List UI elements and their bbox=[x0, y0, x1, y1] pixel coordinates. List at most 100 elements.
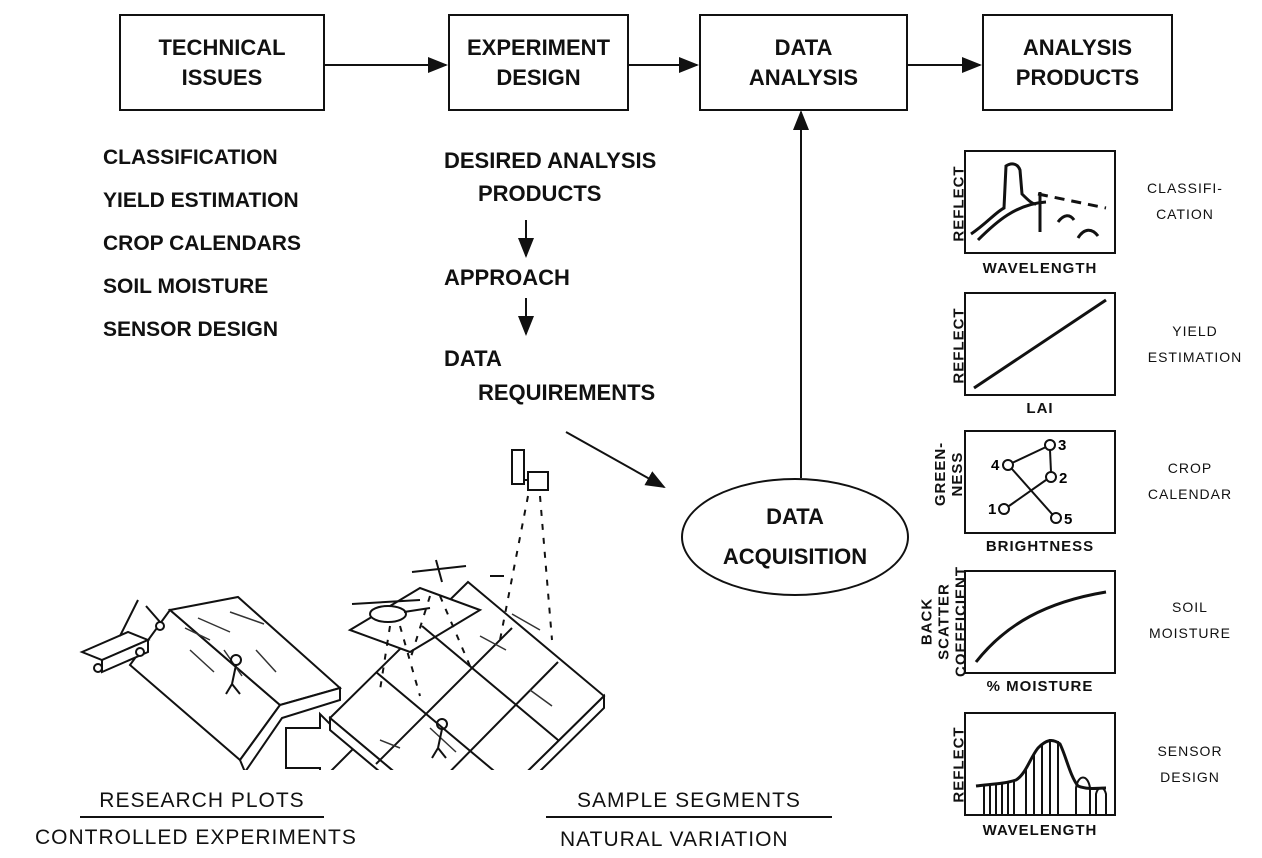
crop-point-label-2: 2 bbox=[1059, 470, 1067, 487]
crop-point-2 bbox=[1045, 471, 1057, 483]
experiment-design-line1: EXPERIMENT bbox=[466, 34, 611, 60]
soil-xlabel: % MOISTURE bbox=[986, 678, 1094, 695]
crop-segment-3-2 bbox=[1049, 449, 1052, 473]
analysis-products-box: ANALYSIS PRODUCTS bbox=[982, 14, 1173, 111]
crop-point-1 bbox=[998, 503, 1010, 515]
data-acquisition-line2: ACQUISITION bbox=[722, 544, 868, 569]
sensor-peak-2 bbox=[1095, 787, 1107, 814]
sensor-ylabel: REFLECT bbox=[950, 726, 968, 803]
crop-point-5 bbox=[1050, 512, 1062, 524]
classification-curve-1 bbox=[970, 162, 1037, 236]
issue-classification: CLASSIFICATION bbox=[103, 146, 278, 169]
issue-soil-moisture: SOIL MOISTURE bbox=[103, 275, 269, 298]
crop-product-label: CROP CALENDAR bbox=[1130, 455, 1250, 507]
yield-plot bbox=[964, 292, 1116, 396]
soil-product-line2: MOISTURE bbox=[1149, 625, 1231, 641]
data-analysis-line2: ANALYSIS bbox=[748, 64, 859, 90]
yield-xlabel: LAI bbox=[1026, 400, 1054, 417]
crop-xlabel: BRIGHTNESS bbox=[985, 538, 1095, 555]
controlled-experiments-caption: CONTROLLED EXPERIMENTS bbox=[35, 826, 357, 849]
sensor-view-lines bbox=[379, 495, 553, 697]
sensor-xlabel: WAVELENGTH bbox=[982, 822, 1098, 839]
yield-product-line2: ESTIMATION bbox=[1147, 349, 1243, 365]
analysis-products-line1: ANALYSIS bbox=[1022, 34, 1133, 60]
data-acquisition-line1: DATA bbox=[766, 504, 824, 529]
soil-moisture-plot bbox=[964, 570, 1116, 674]
data-requirements-line1: DATA bbox=[444, 346, 502, 371]
classification-arc-2 bbox=[1076, 228, 1100, 239]
crop-segment-4-3 bbox=[1011, 446, 1047, 464]
yield-ylabel: REFLECT bbox=[950, 307, 968, 384]
arrow-requirements-to-acquisition bbox=[565, 431, 666, 488]
segment-shading bbox=[379, 613, 553, 753]
soil-ylabel-line3: COEFFICIENT bbox=[952, 566, 970, 677]
crop-ylabel-line1: GREEN- bbox=[932, 441, 949, 507]
sensor-product-label: SENSOR DESIGN bbox=[1130, 738, 1250, 790]
crop-calendar-plot: 1 2 3 4 5 bbox=[964, 430, 1116, 534]
crop-point-4 bbox=[1002, 459, 1014, 471]
crop-product-line2: CALENDAR bbox=[1147, 486, 1233, 502]
classification-arc-1 bbox=[1056, 214, 1076, 223]
airplane bbox=[411, 559, 504, 583]
crop-point-label-3: 3 bbox=[1058, 437, 1066, 454]
crop-segment-4-5 bbox=[1011, 468, 1053, 515]
soil-moisture-curve bbox=[974, 590, 1107, 663]
experiment-design-box: EXPERIMENT DESIGN bbox=[448, 14, 629, 111]
soil-product-label: SOIL MOISTURE bbox=[1130, 594, 1250, 646]
approach-step: APPROACH bbox=[444, 265, 570, 290]
classification-curve-2 bbox=[976, 200, 1047, 242]
soil-ylabel: BACK SCATTER COEFFICIENT bbox=[919, 557, 970, 687]
yield-line bbox=[973, 298, 1107, 390]
issue-crop-calendars: CROP CALENDARS bbox=[103, 232, 301, 255]
satellite bbox=[511, 449, 549, 491]
classification-dashed-curve bbox=[1037, 192, 1107, 210]
sensor-band-bars bbox=[983, 739, 1059, 814]
classification-product-line1: CLASSIFI- bbox=[1147, 180, 1223, 196]
truck-with-boom bbox=[79, 599, 165, 674]
research-plots-caption: RESEARCH PLOTS bbox=[80, 789, 324, 818]
classification-ylabel: REFLECT bbox=[950, 165, 968, 242]
experiment-design-line2: DESIGN bbox=[496, 64, 581, 90]
issue-yield-estimation: YIELD ESTIMATION bbox=[103, 189, 299, 212]
data-requirements-line2: REQUIREMENTS bbox=[478, 380, 656, 405]
technical-issues-line2: ISSUES bbox=[181, 64, 263, 90]
technical-issues-box: TECHNICAL ISSUES bbox=[119, 14, 325, 111]
yield-product-line1: YIELD bbox=[1172, 323, 1218, 339]
crop-ylabel-line2: NESS bbox=[949, 451, 966, 497]
helicopter bbox=[351, 599, 431, 623]
yield-product-label: YIELD ESTIMATION bbox=[1130, 318, 1260, 370]
classification-product-label: CLASSIFI- CATION bbox=[1130, 175, 1240, 227]
classification-xlabel: WAVELENGTH bbox=[982, 260, 1098, 277]
natural-variation-caption: NATURAL VARIATION bbox=[560, 828, 789, 851]
crop-point-label-4: 4 bbox=[991, 457, 1000, 474]
crop-point-label-1: 1 bbox=[988, 501, 996, 518]
classification-product-line2: CATION bbox=[1156, 206, 1214, 222]
soil-ylabel-line1: BACK bbox=[918, 597, 936, 646]
sensor-design-plot bbox=[964, 712, 1116, 816]
issue-sensor-design: SENSOR DESIGN bbox=[103, 318, 279, 341]
desired-analysis-line1: DESIRED ANALYSIS bbox=[444, 148, 657, 173]
sample-segment-grid bbox=[328, 580, 606, 770]
person-figure-2 bbox=[431, 718, 448, 759]
crop-product-line1: CROP bbox=[1167, 460, 1213, 476]
person-figure-1 bbox=[225, 654, 242, 695]
crop-point-3 bbox=[1044, 439, 1056, 451]
data-acquisition-ellipse: DATA ACQUISITION bbox=[681, 478, 909, 596]
analysis-products-line2: PRODUCTS bbox=[1015, 64, 1140, 90]
data-analysis-line1: DATA bbox=[774, 34, 833, 60]
sensor-product-line1: SENSOR bbox=[1157, 743, 1223, 759]
sensor-peak-1 bbox=[1075, 776, 1091, 814]
soil-product-line1: SOIL bbox=[1172, 599, 1208, 615]
field-illustration bbox=[79, 449, 606, 770]
hollow-transfer-arrow bbox=[285, 711, 356, 770]
data-analysis-box: DATA ANALYSIS bbox=[699, 14, 908, 111]
crop-ylabel: GREEN- NESS bbox=[932, 419, 966, 529]
classification-plot bbox=[964, 150, 1116, 254]
sensor-product-line2: DESIGN bbox=[1160, 769, 1220, 785]
soil-ylabel-line2: SCATTER bbox=[935, 583, 953, 660]
sample-segments-caption: SAMPLE SEGMENTS bbox=[546, 789, 832, 818]
desired-analysis-line2: PRODUCTS bbox=[478, 181, 602, 206]
crop-segment-1-2 bbox=[1008, 479, 1047, 507]
technical-issues-line1: TECHNICAL bbox=[158, 34, 286, 60]
